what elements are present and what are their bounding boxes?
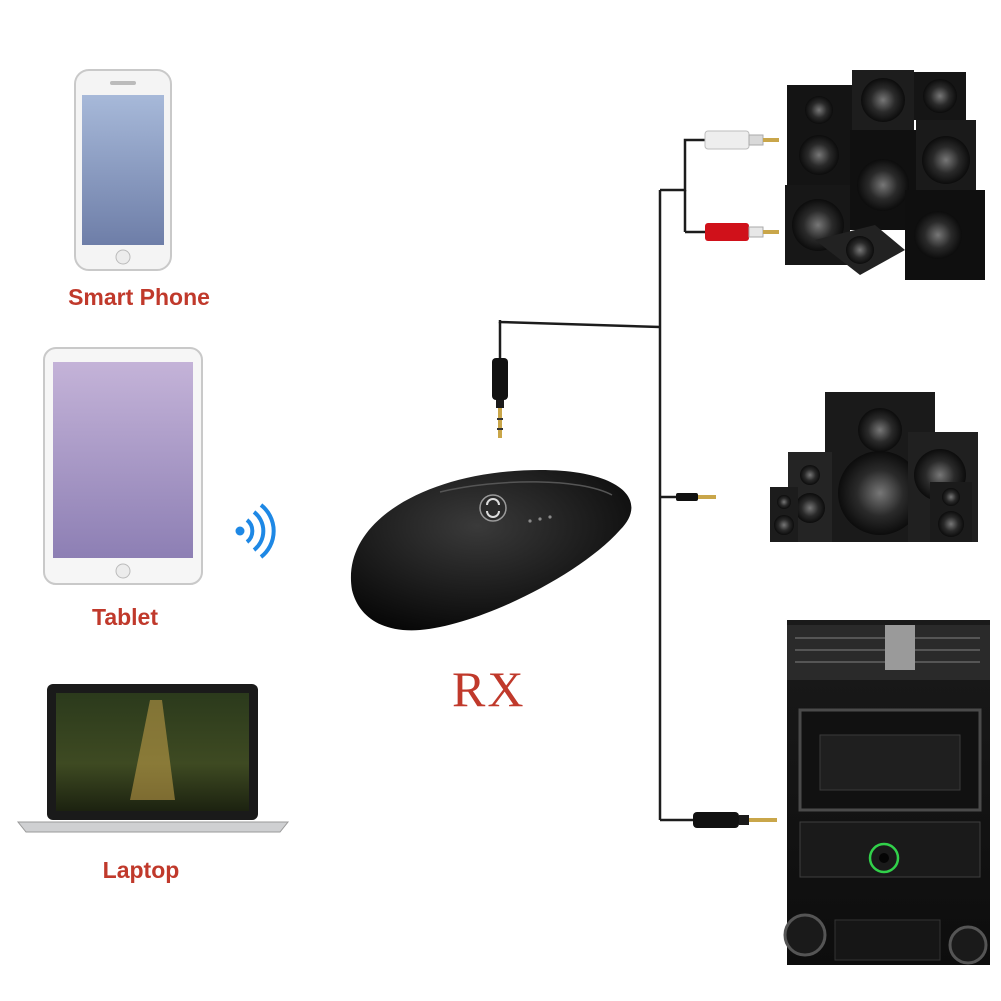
speaker-stack-image: [785, 70, 985, 280]
laptop-label: Laptop: [102, 857, 180, 883]
aux-plug-lower: [693, 812, 777, 828]
aux-plug-middle: [676, 493, 716, 501]
aux-plug-vertical: [492, 358, 508, 438]
pairing-button-icon: [479, 494, 507, 522]
rca-red-plug: [705, 223, 779, 241]
smartphone-image: [74, 69, 172, 271]
tablet-label: Tablet: [91, 604, 159, 630]
wifi-signal-icon: [235, 503, 276, 559]
car-stereo-image: [783, 620, 990, 965]
smart-phone-label: Smart Phone: [68, 284, 210, 310]
rca-white-plug: [704, 130, 779, 150]
cable-network: [498, 138, 705, 822]
laptop-image: [16, 684, 290, 833]
receiver-device: [350, 470, 632, 631]
receiver-label: RX: [452, 661, 526, 717]
home-speakers-image: [770, 392, 978, 542]
tablet-image: [43, 347, 203, 585]
